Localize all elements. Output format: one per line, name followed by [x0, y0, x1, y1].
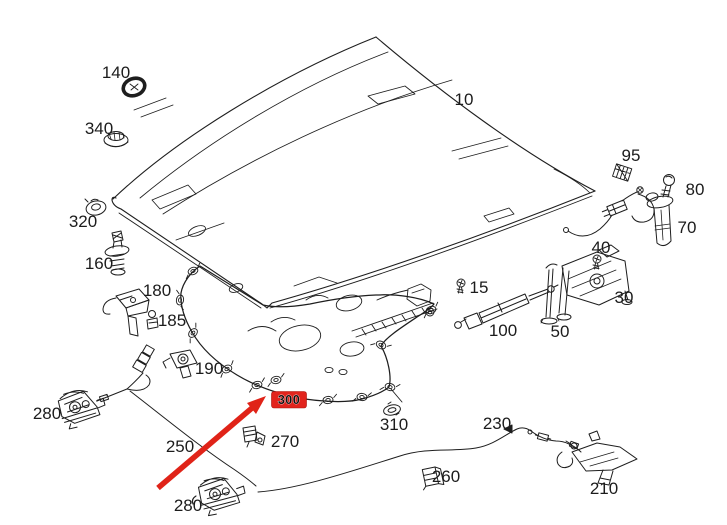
- grommet-310-icon: [383, 401, 401, 416]
- part-label-210: 210: [590, 479, 618, 498]
- part-label-180: 180: [143, 281, 171, 300]
- release-cable-rear-icon: [257, 424, 582, 493]
- part-label-320: 320: [69, 212, 97, 231]
- clamp-190-icon: [162, 349, 198, 379]
- part-label-10: 10: [455, 90, 474, 109]
- part-label-260: 260: [432, 467, 460, 486]
- insulation-pad-drawing: [173, 262, 442, 407]
- hinge-stay-50-icon: [540, 263, 560, 325]
- part-label-100: 100: [489, 321, 517, 340]
- hood-lock-left-icon: [56, 387, 108, 431]
- highlight-badge-label: 300: [278, 393, 300, 407]
- pointer-arrow-shaft: [156, 405, 254, 491]
- bowden-wire-rear-icon: [563, 186, 655, 237]
- part-label-280-right: 280: [174, 496, 202, 515]
- part-label-140: 140: [102, 63, 130, 82]
- cap-340-icon: [103, 131, 129, 148]
- cable-clip-270-icon: [242, 425, 266, 448]
- part-label-250: 250: [166, 437, 194, 456]
- part-labels: 10 140 340 320 160 180 185 190 280 250 2…: [33, 63, 705, 515]
- highlight-badge: [271, 391, 307, 409]
- bracket-180-icon: [102, 288, 150, 337]
- release-cable-front-icon: [96, 344, 257, 487]
- hinge-30-icon: [556, 244, 633, 321]
- part-label-190: 190: [195, 359, 223, 378]
- lock-bracket-line: [191, 495, 197, 505]
- screw-15-icon: [456, 278, 466, 294]
- hood-lock-right-icon: [197, 475, 247, 517]
- part-label-95: 95: [622, 146, 641, 165]
- grommet-140-icon: [121, 76, 147, 98]
- part-label-340: 340: [85, 119, 113, 138]
- pin-80-icon: [660, 174, 675, 198]
- part-label-280-left: 280: [33, 404, 61, 423]
- gas-strut-100-icon: [454, 284, 559, 330]
- part-label-270: 270: [271, 432, 299, 451]
- part-label-40: 40: [592, 238, 611, 257]
- insulation-pad-holes: [228, 283, 365, 376]
- clip-95-icon: [612, 163, 633, 182]
- hood-panel-drawing: [111, 36, 596, 309]
- rivet-160-icon: [104, 230, 130, 276]
- part-label-230: 230: [483, 414, 511, 433]
- cable-clip-260-icon: [421, 466, 445, 491]
- part-label-185: 185: [158, 311, 186, 330]
- part-label-30: 30: [615, 288, 634, 307]
- insulation-pad-front-rails: [351, 283, 438, 338]
- part-label-70: 70: [678, 218, 697, 237]
- insulation-pad-edge-clips: [173, 262, 442, 407]
- part-label-160: 160: [85, 254, 113, 273]
- highlight-callout: 300: [156, 391, 307, 491]
- part-label-310: 310: [380, 415, 408, 434]
- part-label-15: 15: [470, 278, 489, 297]
- hood-crease-lines: [133, 51, 515, 287]
- grommet-320-icon: [84, 198, 107, 216]
- pointer-arrow-head: [247, 396, 266, 414]
- part-label-80: 80: [686, 180, 705, 199]
- clip-185-icon: [146, 310, 159, 330]
- part-label-50: 50: [551, 322, 570, 341]
- release-handle-210-icon: [556, 430, 638, 486]
